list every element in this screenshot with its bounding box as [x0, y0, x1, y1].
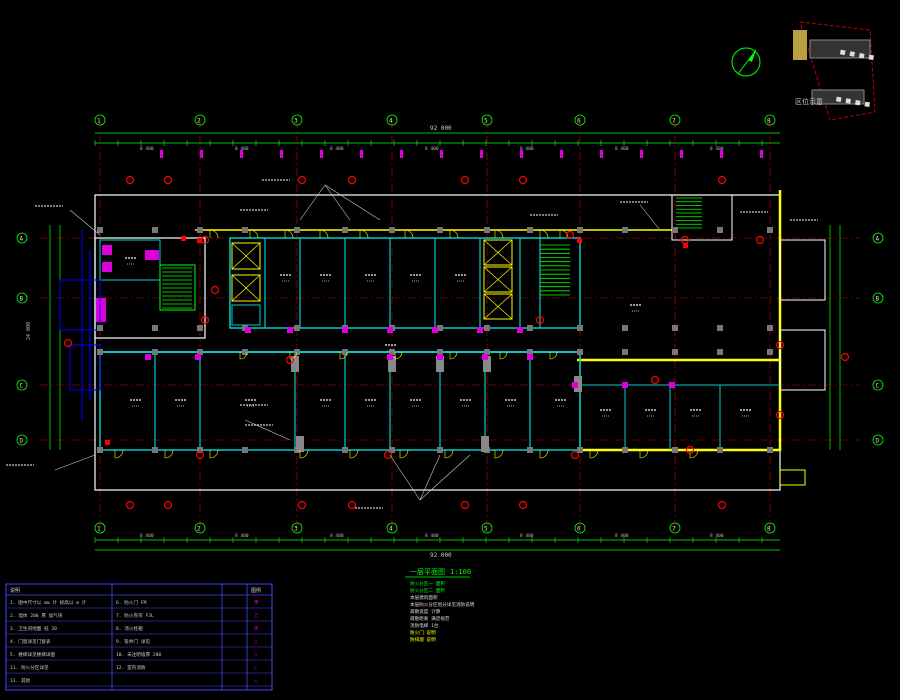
axis-label-h: 4	[389, 118, 393, 125]
axis-label-v: D	[876, 438, 880, 445]
bay-dimension: 8 400	[330, 146, 344, 152]
axis-label-h: 1	[97, 526, 101, 533]
legend-cell: 8. 消火栓箱	[116, 625, 143, 632]
bay-dimension: 8 400	[710, 533, 724, 539]
column-markers	[97, 227, 773, 453]
legend-cell: 甲	[254, 600, 259, 606]
axis-label-h: 3	[294, 526, 298, 533]
bay-dimension: 8 400	[520, 146, 534, 152]
note-line: 防排烟 说明	[410, 636, 436, 643]
bay-dimension: 8 400	[235, 533, 249, 539]
room-labels	[125, 257, 752, 417]
axis-label-h: 8	[767, 118, 771, 125]
legend-cell: 4. 门窗详见门窗表	[10, 638, 51, 645]
door-symbols	[114, 229, 699, 459]
bay-dimension: 8 400	[615, 146, 629, 152]
legend-cell: 13. 其他	[10, 677, 31, 684]
legend-cell: 1. 图中尺寸以 mm 计 标高以 m 计	[10, 599, 87, 606]
depth-dimension: 24 000	[26, 322, 32, 340]
note-line: 本层建筑面积	[410, 594, 438, 601]
axis-label-h: 4	[389, 526, 393, 533]
legend-cell: 6. 防火门 FM	[116, 599, 147, 606]
legend-cell: 5. 楼梯详见楼梯详图	[10, 651, 55, 658]
legend-table: 说明 图例 1. 图中尺寸以 mm 计 标高以 m 计 6. 防火门 FM 甲 2. 墙体…	[5, 583, 273, 691]
note-line: 疏散宽度 计算	[410, 608, 441, 615]
axis-label-h: 5	[484, 526, 488, 533]
legend-cell: 丙	[254, 626, 259, 632]
annotation-leaders	[6, 179, 818, 509]
axis-label-v: D	[20, 438, 24, 445]
legend-cell: 3. 卫生间地面 低 20	[10, 625, 57, 632]
legend-cell: 7. 防火卷帘 FJL	[116, 612, 154, 619]
legend-cell: 乙	[254, 612, 259, 619]
axis-label-h: 2	[197, 526, 201, 533]
axis-label-h: 3	[294, 118, 298, 125]
dimension-lines: 92 000 92 000 8 400 8 400 8 400 8 400 8 400 8 4…	[26, 125, 841, 559]
legend-cell: 10. 未注明墙厚 200	[116, 651, 161, 658]
legend-cell: ○	[254, 653, 257, 658]
legend-cell: △	[254, 666, 257, 671]
bay-dimension: 8 400	[425, 533, 439, 539]
axis-label-h: 6	[577, 526, 581, 533]
note-line: 防火分区一 面积	[410, 580, 445, 587]
legend-header-cell: 图例	[251, 587, 261, 594]
axis-label-h: 6	[577, 118, 581, 125]
axis-label-h: 7	[672, 526, 676, 533]
drawing-scale: 1:100	[450, 568, 471, 576]
bay-dimension: 8 400	[235, 146, 249, 152]
note-line: 本层防火分区划分详见消防说明	[410, 601, 475, 608]
note-line: 防火门 说明	[410, 629, 436, 636]
fire-hydrant-markers	[63, 175, 850, 510]
axis-label-v: B	[20, 296, 24, 303]
axis-label-v: C	[876, 383, 880, 390]
legend-cell: 9. 管井门 详见	[116, 638, 150, 645]
legend-header-cell: 说明	[10, 587, 20, 594]
axis-label-v: B	[876, 296, 880, 303]
overall-dimension-top: 92 000	[430, 125, 452, 132]
bay-dimension: 8 400	[140, 146, 154, 152]
bay-dimension: 8 400	[615, 533, 629, 539]
axis-label-h: 8	[767, 526, 771, 533]
axis-label-h: 7	[672, 118, 676, 125]
key-plan-label: 区位示意	[795, 97, 823, 106]
axis-label-v: A	[20, 236, 24, 243]
north-arrow-icon	[731, 47, 761, 77]
axis-label-h: 2	[197, 118, 201, 125]
legend-cell: 2. 墙体 200 厚 加气块	[10, 612, 63, 619]
drawing-title: 一层平面图	[410, 568, 445, 576]
bay-dimension: 8 400	[425, 146, 439, 152]
legend-cell: □	[254, 640, 257, 645]
axis-label-v: A	[876, 236, 880, 243]
bay-dimension: 8 400	[140, 533, 154, 539]
bay-dimension: 8 400	[520, 533, 534, 539]
note-line: 防火分区二 面积	[410, 587, 445, 594]
note-line: 疏散距离 满足规范	[410, 615, 450, 622]
legend-cell: 12. 室内消防	[116, 664, 146, 671]
overall-dimension-bottom: 92 000	[430, 552, 452, 559]
legend-cell: ◇	[254, 679, 257, 684]
axis-label-v: C	[20, 383, 24, 390]
legend-cell: 11. 防火分区详见	[10, 664, 49, 671]
axis-label-h: 5	[484, 118, 488, 125]
axis-label-h: 1	[97, 118, 101, 125]
bay-dimension: 8 400	[710, 146, 724, 152]
note-line: 消防电梯 1台	[410, 622, 439, 629]
bay-dimension: 8 400	[330, 533, 344, 539]
